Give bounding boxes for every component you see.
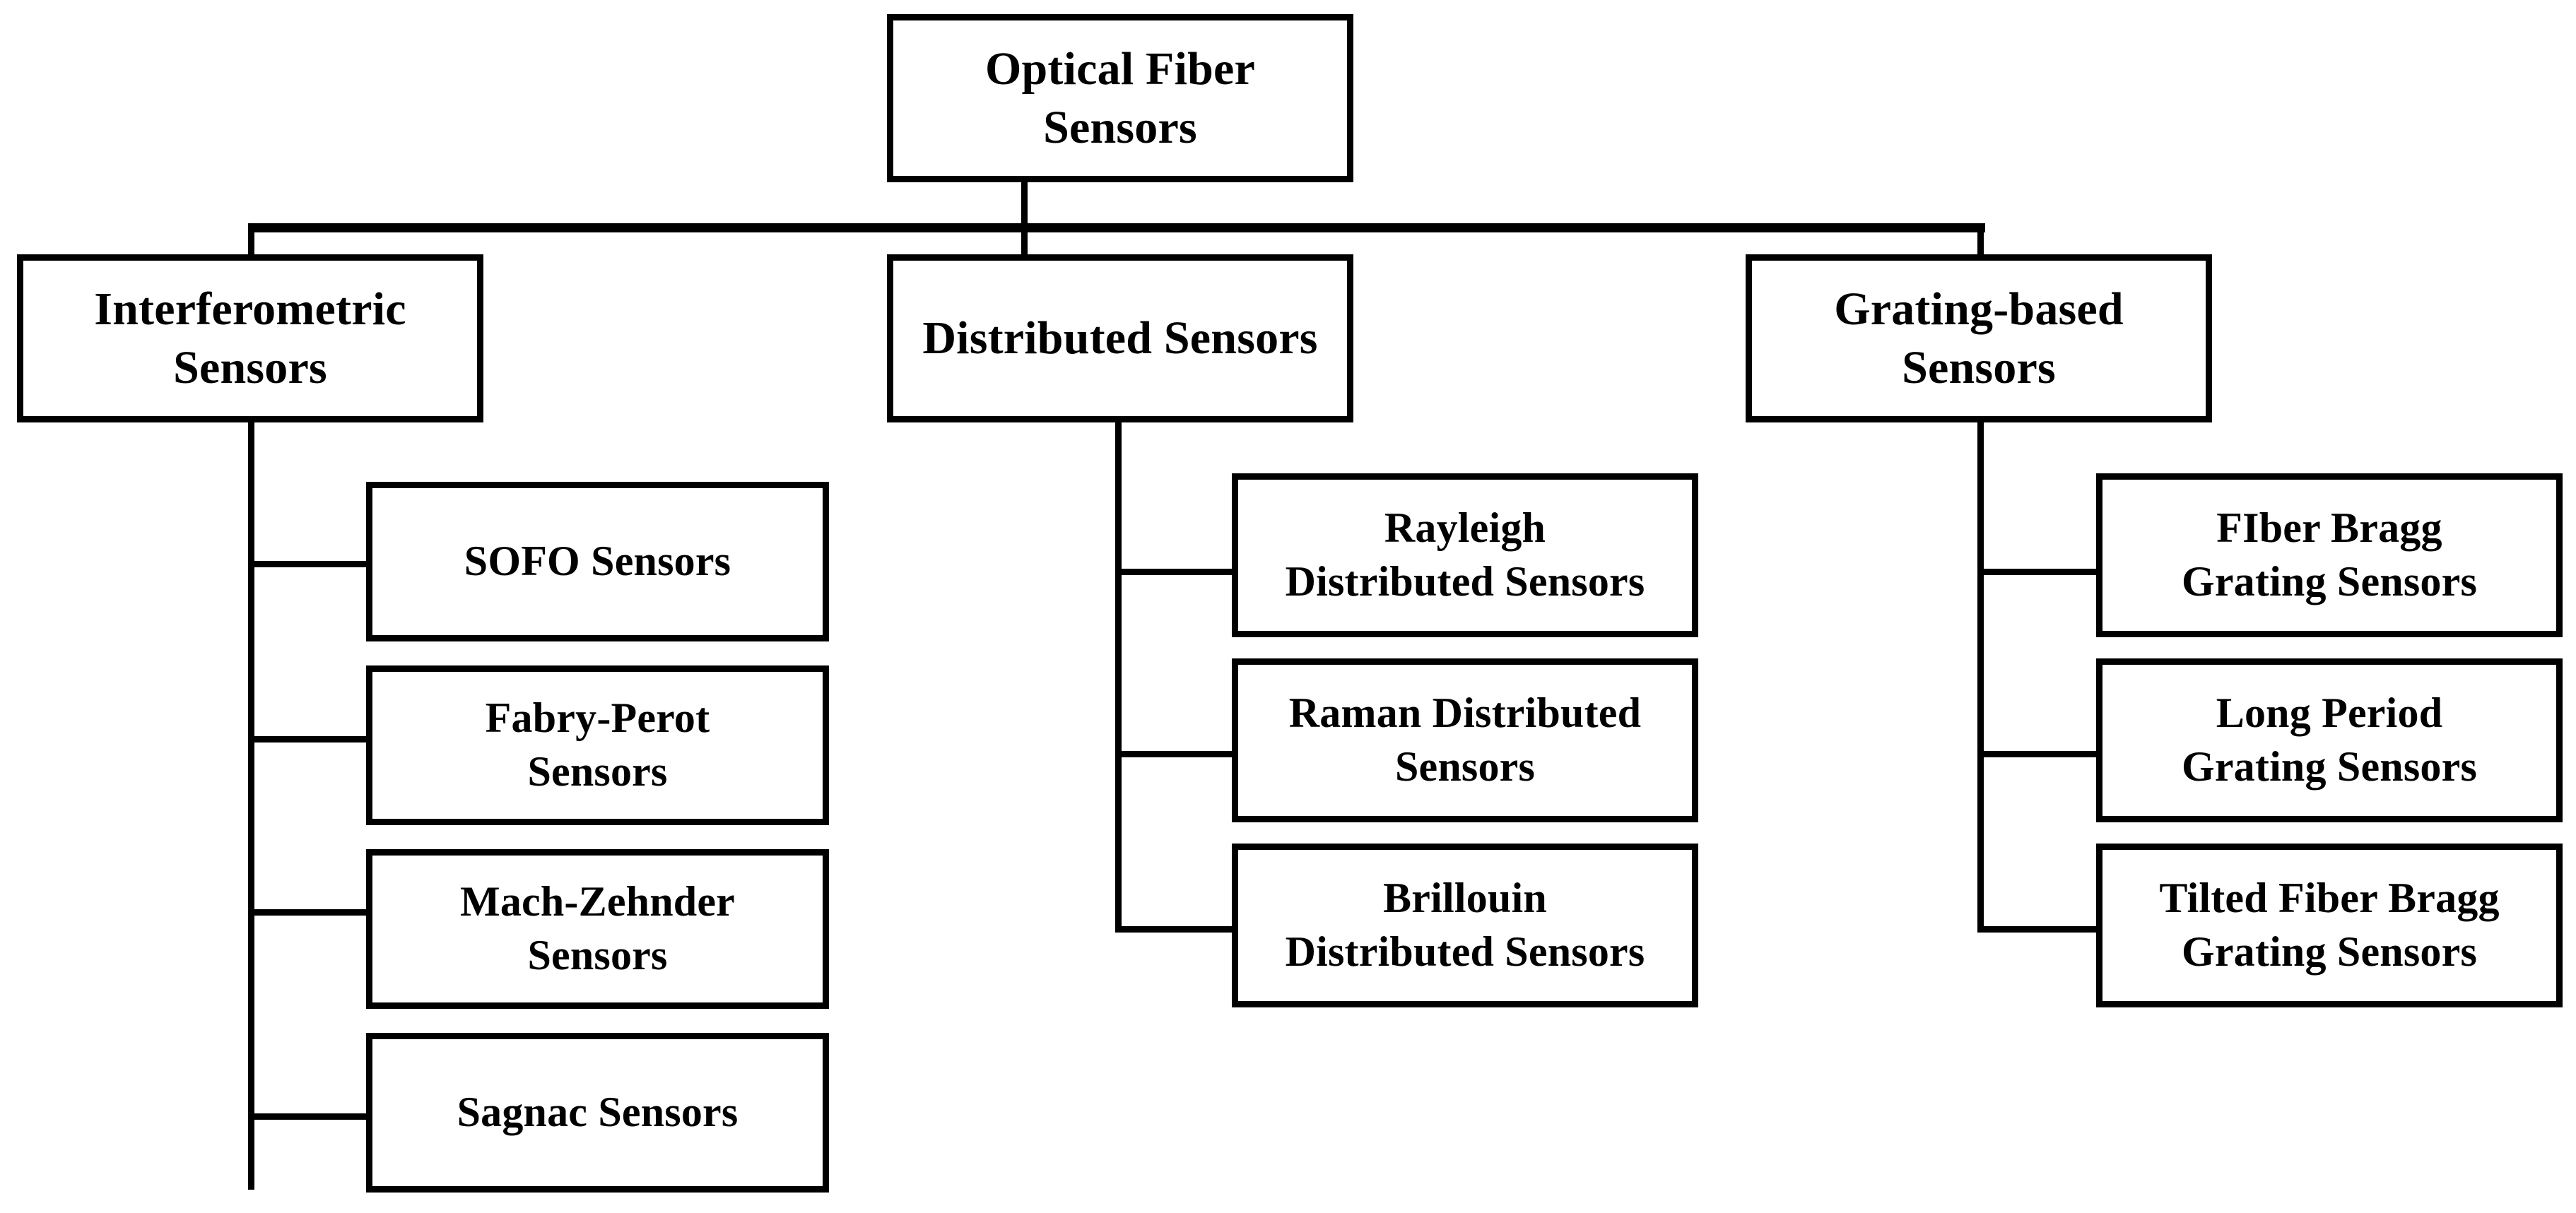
node-label-raman: Raman Distributed Sensors [1288,690,1642,790]
node-distributed-sensors[interactable]: Distributed Sensors [887,254,1353,422]
node-rayleigh-distributed-sensors[interactable]: Rayleigh Distributed Sensors [1232,473,1698,637]
node-grating-based-sensors[interactable]: Grating-based Sensors [1746,254,2212,422]
connector-stub-brillouin [1115,926,1237,933]
connector-stub-lpg [1977,751,2101,757]
node-label-brillouin: Brillouin Distributed Sensors [1285,875,1645,975]
connector-stub-rayleigh [1115,569,1237,575]
node-label-fbg: FIber Bragg Grating Sensors [2181,504,2478,605]
connector-stub-sagnac [248,1113,372,1120]
node-label-fabry-perot: Fabry-Perot Sensors [485,694,710,795]
node-label-grating-based: Grating-based Sensors [1834,283,2124,394]
connector-stub-mach-zehnder [248,909,372,916]
node-optical-fiber-sensors[interactable]: Optical Fiber Sensors [887,14,1353,182]
connector-drop-distributed [1021,223,1028,261]
node-sagnac-sensors[interactable]: Sagnac Sensors [366,1033,829,1193]
node-raman-distributed-sensors[interactable]: Raman Distributed Sensors [1232,658,1698,822]
node-long-period-grating-sensors[interactable]: Long Period Grating Sensors [2096,658,2563,822]
node-fabry-perot-sensors[interactable]: Fabry-Perot Sensors [366,665,829,825]
node-fiber-bragg-grating-sensors[interactable]: FIber Bragg Grating Sensors [2096,473,2563,637]
node-label-sagnac: Sagnac Sensors [457,1089,739,1136]
connector-stub-tfbg [1977,926,2101,933]
node-label-mach-zehnder: Mach-Zehnder Sensors [459,878,736,978]
connector-trunk-interferometric [248,417,254,1190]
node-tilted-fiber-bragg-grating-sensors[interactable]: Tilted Fiber Bragg Grating Sensors [2096,844,2563,1007]
node-label-distributed: Distributed Sensors [922,312,1318,365]
node-label-tfbg: Tilted Fiber Bragg Grating Sensors [2159,875,2500,975]
connector-drop-grating [1977,223,1984,261]
node-sofo-sensors[interactable]: SOFO Sensors [366,482,829,641]
node-mach-zehnder-sensors[interactable]: Mach-Zehnder Sensors [366,849,829,1009]
node-label-interferometric: Interferometric Sensors [94,283,406,394]
node-label-sofo: SOFO Sensors [464,538,731,585]
connector-drop-interferometric [248,223,254,261]
node-brillouin-distributed-sensors[interactable]: Brillouin Distributed Sensors [1232,844,1698,1007]
connector-root-stem [1021,178,1028,232]
connector-stub-fabry-perot [248,736,372,742]
node-label-lpg: Long Period Grating Sensors [2181,690,2478,790]
connector-branch-bus [251,223,1985,232]
connector-trunk-distributed [1115,417,1122,933]
connector-trunk-grating [1977,417,1984,933]
node-label-rayleigh: Rayleigh Distributed Sensors [1285,504,1645,605]
node-interferometric-sensors[interactable]: Interferometric Sensors [17,254,483,422]
connector-stub-raman [1115,751,1237,757]
connector-stub-sofo [248,561,372,567]
node-label-root: Optical Fiber Sensors [984,42,1256,153]
connector-stub-fbg [1977,569,2101,575]
